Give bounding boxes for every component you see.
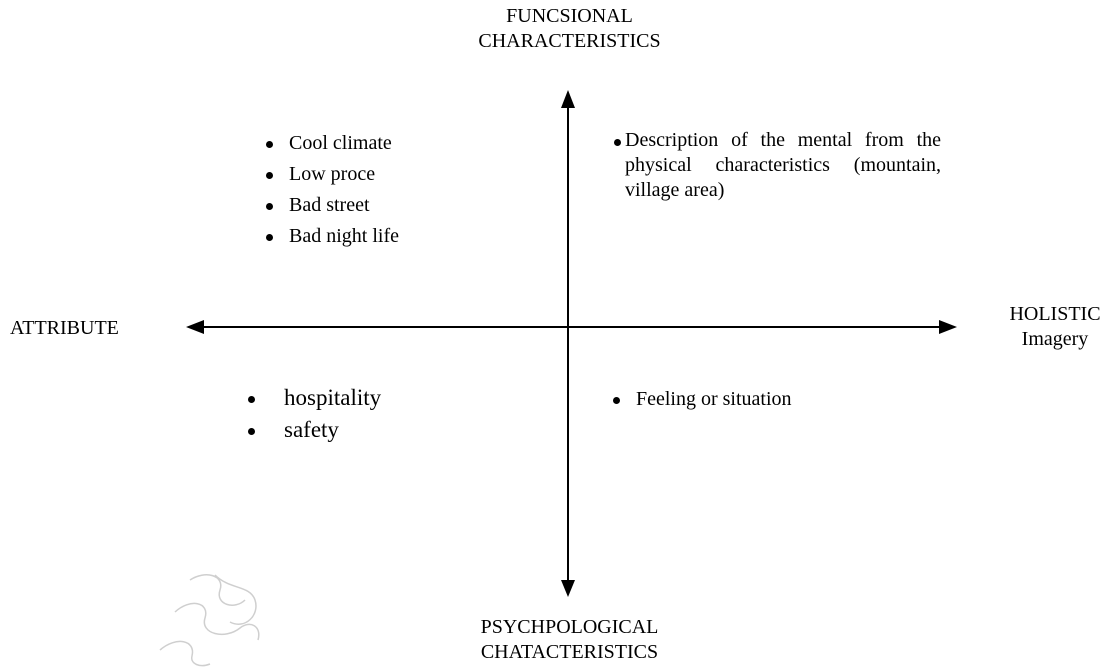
top-right-quadrant-text: Description of the mental from the physi… <box>625 129 941 201</box>
bottom-left-quadrant-list: hospitality safety <box>248 382 381 446</box>
top-left-quadrant-list: Cool climate Low proce Bad street Bad ni… <box>266 128 399 252</box>
list-item: Feeling or situation <box>613 384 792 415</box>
list-item: hospitality <box>248 382 381 414</box>
bullet-icon <box>614 139 621 146</box>
arrow-left-icon <box>186 320 204 334</box>
axis-label-top: FUNCSIONAL CHARACTERISTICS <box>478 5 661 52</box>
list-item: Bad night life <box>266 221 399 252</box>
bullet-icon <box>248 428 255 435</box>
list-item: Low proce <box>266 159 399 190</box>
list-item: Cool climate <box>266 128 399 159</box>
bullet-icon <box>613 397 620 404</box>
bottom-right-quadrant-list: Feeling or situation <box>613 384 792 415</box>
axis-label-right: HOLISTIC Imagery <box>1009 303 1101 350</box>
list-item: Bad street <box>266 190 399 221</box>
watermark-ornament <box>159 574 260 667</box>
axis-label-bottom: PSYCHPOLOGICAL CHATACTERISTICS <box>480 616 659 663</box>
arrow-down-icon <box>561 580 575 597</box>
arrow-right-icon <box>939 320 957 334</box>
bullet-icon <box>266 234 273 241</box>
arrow-up-icon <box>561 90 575 108</box>
bullet-icon <box>266 141 273 148</box>
bullet-icon <box>248 396 255 403</box>
list-item: safety <box>248 414 381 446</box>
bullet-icon <box>266 203 273 210</box>
bullet-icon <box>266 172 273 179</box>
axis-label-left: ATTRIBUTE <box>10 317 119 339</box>
